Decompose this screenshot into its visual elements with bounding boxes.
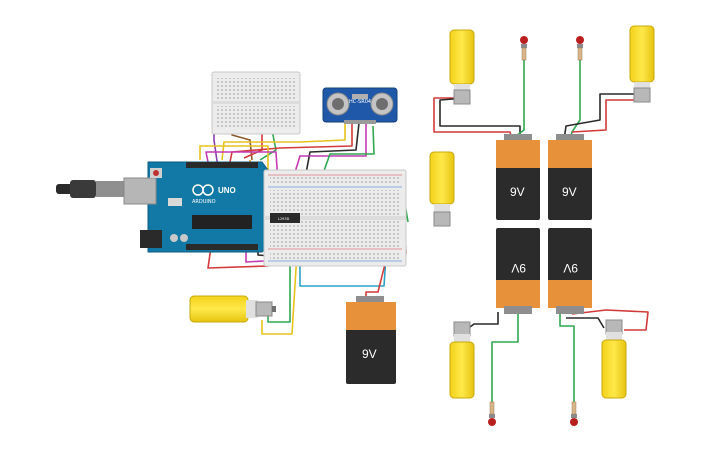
dc-motor-top-left — [449, 29, 475, 105]
battery-top-left: 9V — [496, 134, 540, 220]
wire — [261, 235, 299, 335]
wire — [439, 97, 521, 140]
wire — [465, 312, 499, 331]
led-bottom-left — [488, 401, 496, 426]
wire — [563, 93, 636, 141]
battery-main: 9V — [346, 296, 396, 384]
arduino-uno-board: UNO ARDUINO — [56, 161, 269, 253]
wire — [199, 145, 269, 180]
arduino-board-label: UNO — [218, 186, 236, 195]
dc-motor-center — [429, 151, 455, 227]
battery-main-label: 9V — [362, 347, 377, 361]
wire — [515, 58, 525, 137]
wire — [267, 240, 291, 323]
ic-label: L293D — [278, 217, 290, 221]
ultrasonic-sensor: HC-SR04 — [322, 87, 398, 124]
main-breadboard: L293D — [263, 169, 407, 267]
wire — [571, 309, 649, 331]
led-bottom-right — [570, 401, 578, 426]
battery-bottom-right: 9V — [548, 228, 592, 314]
dc-motor-bottom-right — [601, 319, 627, 399]
battery-top-right: 9V — [548, 134, 592, 220]
wire — [291, 123, 367, 183]
wire — [221, 123, 346, 161]
battery-bottom-right-label: 9V — [563, 261, 578, 275]
motor-driver-ic — [270, 213, 300, 223]
wire — [491, 314, 519, 404]
led-top-right — [576, 36, 584, 61]
wire — [205, 151, 279, 185]
wire — [303, 122, 360, 185]
battery-top-right-label: 9V — [562, 185, 577, 199]
dc-motor-bottom-left — [449, 321, 475, 399]
wire — [566, 317, 605, 329]
battery-bottom-left-label: 9V — [511, 261, 526, 275]
mini-breadboard — [211, 71, 301, 135]
dc-motor-left — [189, 295, 276, 323]
wire — [569, 58, 581, 141]
wire — [319, 125, 375, 183]
wire — [229, 123, 353, 163]
led-top-left — [520, 36, 528, 61]
battery-top-left-label: 9V — [510, 185, 525, 199]
battery-bottom-left: 9V — [496, 228, 540, 314]
ultrasonic-label: HC-SR04 — [349, 99, 371, 105]
arduino-brand-label: ARDUINO — [192, 199, 216, 205]
dc-motor-top-right — [629, 25, 655, 103]
reset-button-icon — [153, 170, 159, 176]
wire — [571, 99, 636, 133]
wire — [559, 312, 575, 404]
wire — [433, 97, 513, 141]
